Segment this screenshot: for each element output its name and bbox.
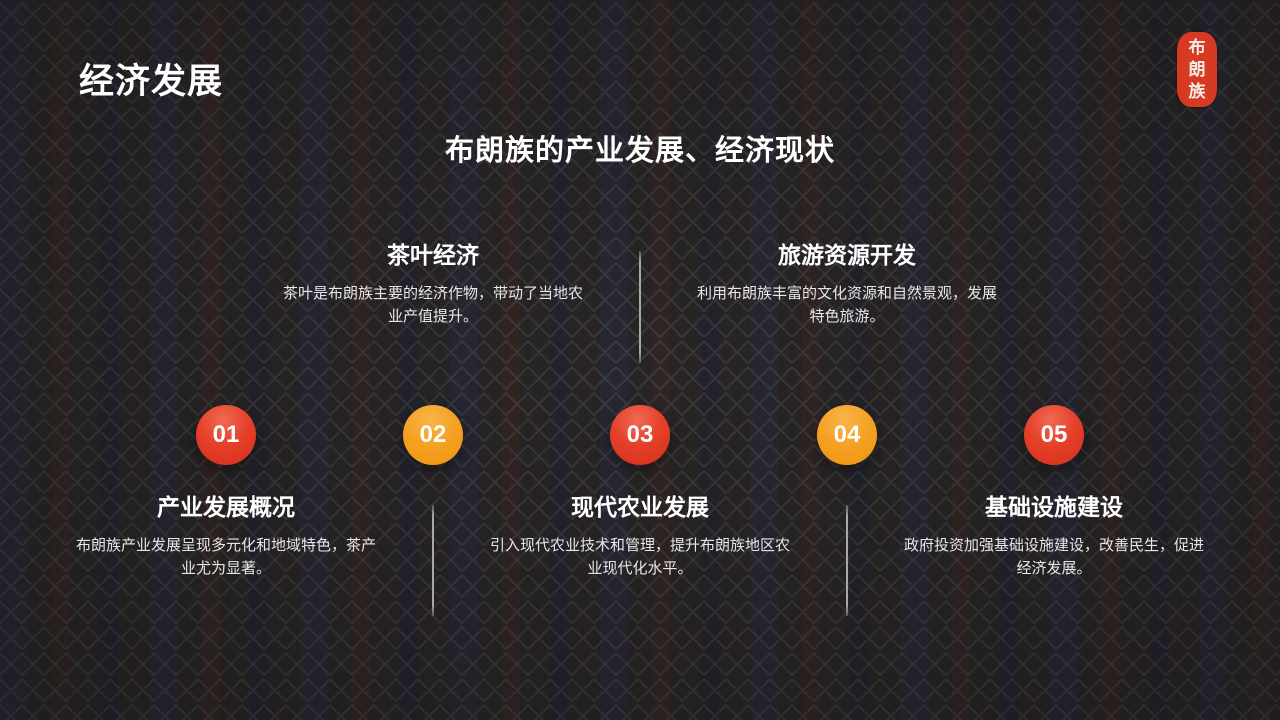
vertical-divider xyxy=(432,505,434,616)
step-badge-03: 03 xyxy=(610,405,670,465)
item-description: 引入现代农业技术和管理，提升布朗族地区农业现代化水平。 xyxy=(490,536,791,577)
item-description: 政府投资加强基础设施建设，改善民生，促进经济发展。 xyxy=(904,536,1205,577)
slide-subtitle: 布朗族的产业发展、经济现状 xyxy=(444,133,835,167)
item-tourism: 旅游资源开发 利用布朗族丰富的文化资源和自然景观，发展特色旅游。 xyxy=(697,240,997,328)
item-industry-overview: 产业发展概况 布朗族产业发展呈现多元化和地域特色，茶产业尤为显著。 xyxy=(76,492,376,580)
item-description: 茶叶是布朗族主要的经济作物，带动了当地农业产值提升。 xyxy=(283,284,584,325)
vertical-divider xyxy=(639,251,641,363)
step-badge-04: 04 xyxy=(817,405,877,465)
item-heading: 旅游资源开发 xyxy=(778,243,916,269)
seal-char: 族 xyxy=(1188,81,1206,102)
item-modern-agriculture: 现代农业发展 引入现代农业技术和管理，提升布朗族地区农业现代化水平。 xyxy=(490,492,790,580)
item-heading: 茶叶经济 xyxy=(387,243,479,269)
page-title: 经济发展 xyxy=(79,62,224,102)
vertical-divider xyxy=(846,505,848,616)
item-heading: 产业发展概况 xyxy=(157,495,295,521)
step-badge-05: 05 xyxy=(1024,405,1084,465)
step-badge-02: 02 xyxy=(403,405,463,465)
item-heading: 现代农业发展 xyxy=(571,495,709,521)
bulang-seal-logo: 布 朗 族 xyxy=(1177,32,1217,107)
item-description: 利用布朗族丰富的文化资源和自然景观，发展特色旅游。 xyxy=(697,284,998,325)
item-infrastructure: 基础设施建设 政府投资加强基础设施建设，改善民生，促进经济发展。 xyxy=(904,492,1204,580)
item-description: 布朗族产业发展呈现多元化和地域特色，茶产业尤为显著。 xyxy=(76,536,377,577)
item-heading: 基础设施建设 xyxy=(985,495,1123,521)
seal-char: 朗 xyxy=(1188,59,1206,80)
item-tea-economy: 茶叶经济 茶叶是布朗族主要的经济作物，带动了当地农业产值提升。 xyxy=(283,240,583,328)
seal-char: 布 xyxy=(1188,37,1206,58)
step-badge-01: 01 xyxy=(196,405,256,465)
